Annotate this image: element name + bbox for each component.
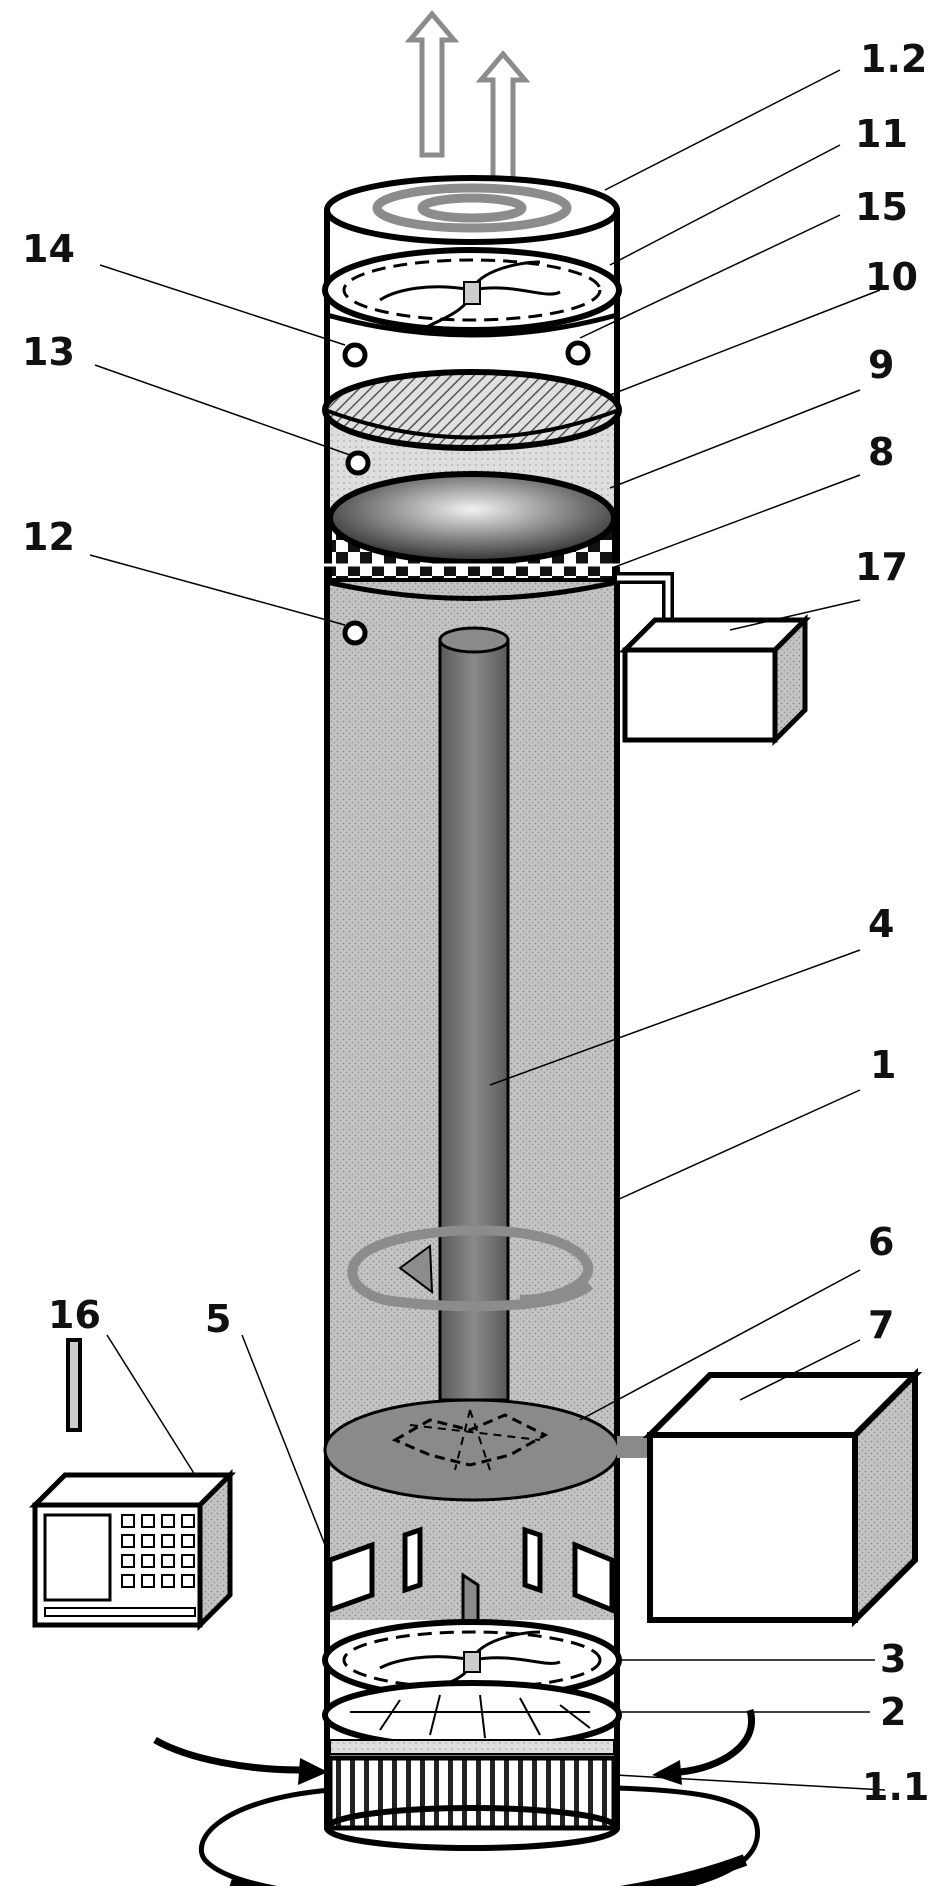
- upper-fan: [322, 247, 622, 338]
- label-1-1: 1.1: [862, 1765, 929, 1809]
- dome-and-ring: [320, 471, 624, 601]
- label-15: 15: [855, 185, 908, 229]
- top-outlet: [324, 175, 620, 245]
- label-8: 8: [868, 430, 894, 474]
- inner-tube: [438, 626, 510, 1409]
- label-5: 5: [205, 1297, 231, 1341]
- label-1-2: 1.2: [860, 37, 927, 81]
- box-17: [618, 613, 812, 747]
- filter-disc: [322, 369, 622, 451]
- label-17: 17: [855, 545, 908, 589]
- label-12: 12: [22, 515, 75, 559]
- controller-16: [28, 1338, 237, 1632]
- label-16: 16: [48, 1293, 101, 1337]
- label-10: 10: [865, 255, 918, 299]
- label-14: 14: [22, 227, 75, 271]
- labels: 1.2 11 15 14 10 13 9 8 12 17 4 1 6 16 5 …: [22, 37, 929, 1809]
- label-13: 13: [22, 330, 75, 374]
- exhaust-arrows: [404, 10, 531, 193]
- label-6: 6: [868, 1220, 894, 1264]
- pipe-17: [617, 572, 674, 620]
- box-7: [642, 1367, 923, 1628]
- connector-7: [617, 1436, 652, 1458]
- label-4: 4: [868, 902, 894, 946]
- label-11: 11: [855, 112, 908, 156]
- ribbed-base: [324, 1755, 620, 1851]
- label-3: 3: [880, 1637, 906, 1681]
- rotation-indicator: [153, 1709, 761, 1891]
- grid-plate: [322, 1680, 622, 1755]
- label-1: 1: [870, 1043, 896, 1087]
- ports: [342, 340, 591, 646]
- aerator-disc: [323, 1398, 621, 1502]
- leader-lines: [89, 69, 886, 1791]
- label-9: 9: [868, 343, 894, 387]
- swirl-arrow: [347, 1225, 594, 1312]
- label-2: 2: [880, 1690, 906, 1734]
- baffles: [327, 1526, 615, 1632]
- label-7: 7: [868, 1303, 894, 1347]
